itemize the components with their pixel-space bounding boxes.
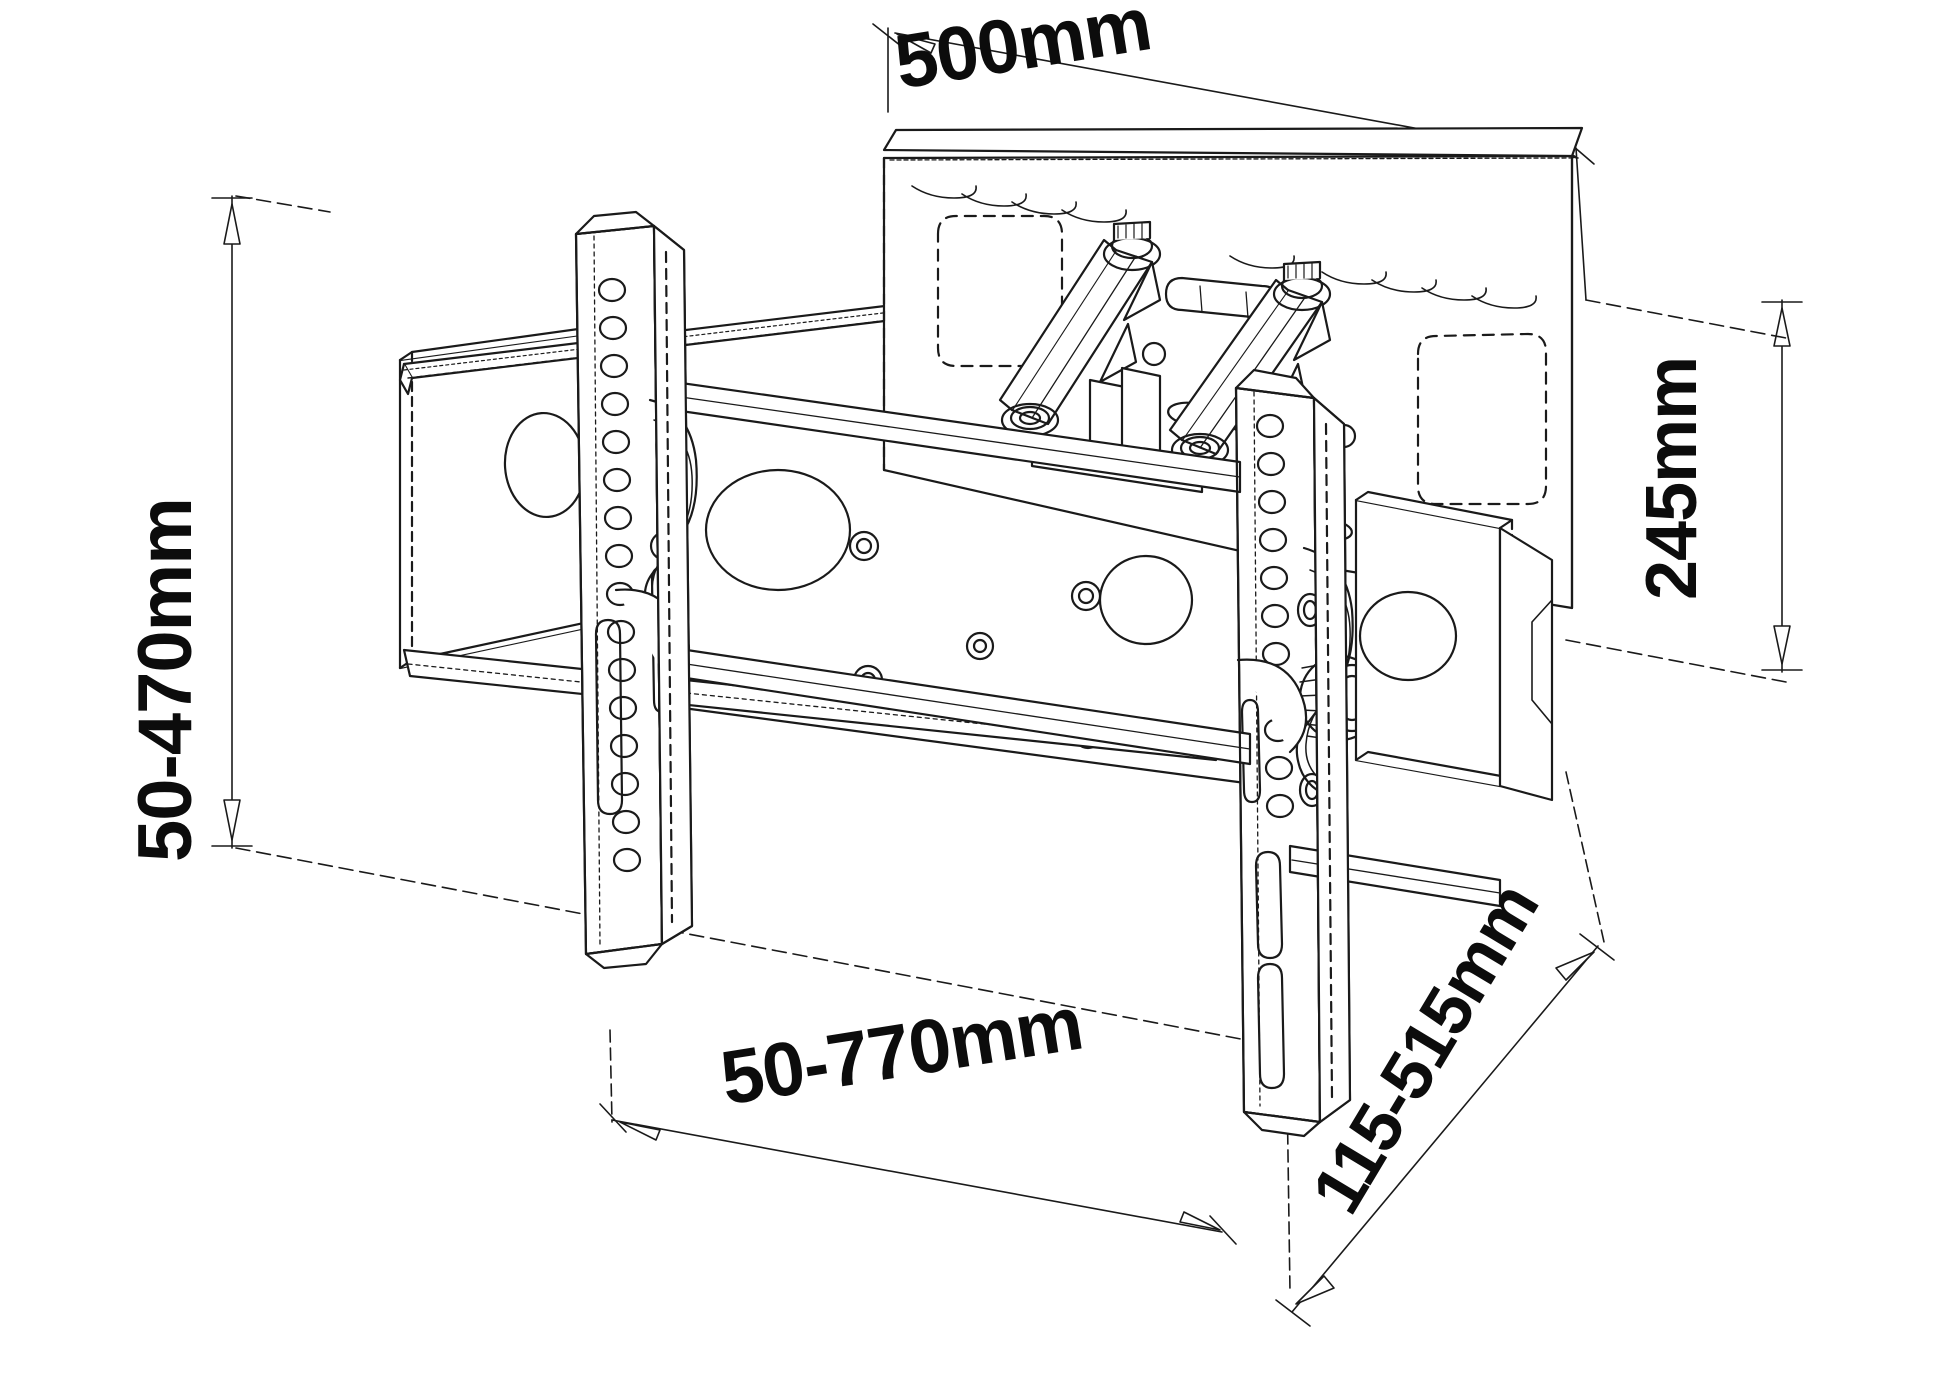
right-panel-wing: [1354, 490, 1554, 802]
dim-tick-500-left: [872, 23, 902, 47]
arm-gusset-2: [1098, 322, 1138, 384]
arm-pivot-upper: [1102, 220, 1162, 272]
dim-arrow-515-high: [1555, 951, 1595, 981]
dim-arrow-470-bottom: [223, 799, 241, 841]
dim-arrow-770-right: [1179, 1211, 1221, 1231]
dim-arrow-500-left: [896, 33, 936, 54]
arm-gusset-1: [1122, 260, 1162, 322]
right-rail-slot-lower: [1256, 962, 1286, 1090]
dim-ext-470-bottom: [235, 847, 1289, 1049]
dim-ext-top-right: [1575, 147, 1587, 301]
dim-ext-245-bottom: [1565, 639, 1787, 683]
left-rail-long-slot: [594, 618, 624, 816]
left-rail-front: [574, 224, 694, 956]
arm2-gusset-1: [1292, 300, 1332, 362]
articulating-arm-upper: [998, 220, 1162, 438]
right-tilt-slot: [1240, 698, 1262, 804]
dim-tick-515-low: [1275, 1299, 1311, 1327]
right-wing-side: [1498, 526, 1554, 802]
dim-line-50-770: [611, 1119, 1223, 1233]
wall-plate-cutout-right: [1416, 332, 1548, 506]
left-rail-hole-column: [597, 277, 642, 873]
dimension-label-245mm: 245mm: [1632, 356, 1712, 600]
dim-arrow-245-bottom: [1773, 625, 1791, 665]
dim-ext-245-top: [1585, 299, 1787, 339]
dim-ext-515-top: [1565, 771, 1605, 943]
right-rail-slot-upper: [1254, 850, 1284, 960]
right-tilt-plate-lobe: [1236, 658, 1308, 754]
dim-ext-470-top: [235, 195, 331, 213]
dim-tick-770-right: [1209, 1215, 1237, 1245]
dim-tick-770-left: [599, 1103, 627, 1133]
dim-ext-770-left: [609, 1029, 613, 1123]
right-rail-front: [1234, 386, 1352, 1124]
wall-plate-cutout-left: [936, 214, 1064, 368]
wall-plate-punch-1: [1141, 341, 1167, 367]
dimension-label-50-470mm: 50-470mm: [123, 498, 208, 862]
dim-arrow-470-top: [223, 203, 241, 245]
arm-pivot-lower-left: [1000, 402, 1060, 438]
arm2-pivot-upper: [1272, 260, 1332, 312]
dim-tick-515-high: [1579, 933, 1615, 961]
dim-arrow-245-top: [1773, 307, 1791, 347]
dim-line-115-515: [1291, 945, 1599, 1313]
wall-plate-lip-slots: [911, 185, 1537, 309]
right-wing-hole: [1358, 590, 1458, 682]
dim-arrow-770-left: [619, 1121, 661, 1141]
dim-arrow-515-low: [1295, 1275, 1335, 1305]
